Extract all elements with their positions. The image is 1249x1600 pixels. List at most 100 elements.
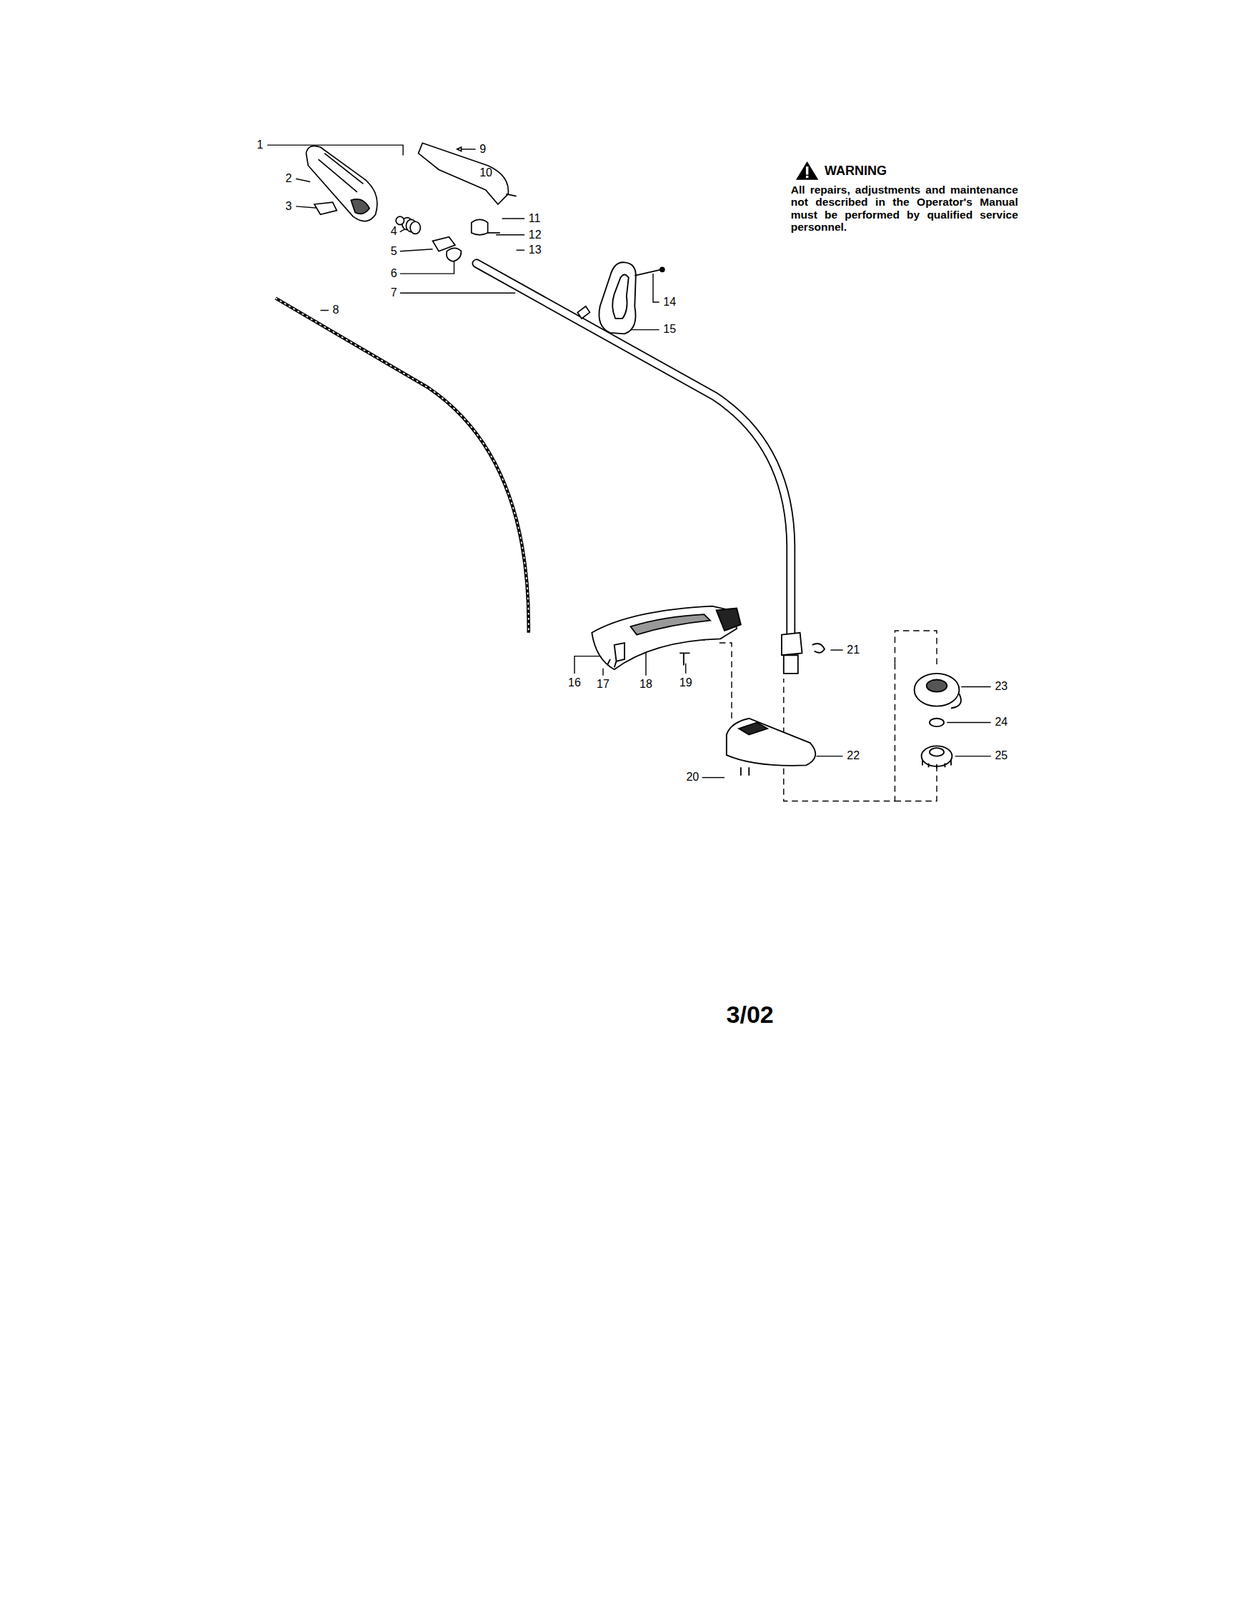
leader-line — [946, 722, 991, 724]
handle-parts — [418, 142, 509, 205]
warning-icon — [805, 166, 809, 175]
flex-cable — [275, 297, 529, 633]
assembly-bracket — [703, 630, 937, 801]
assembly-bracket — [894, 767, 937, 801]
callout-number: 4 — [390, 225, 398, 238]
grass-deflector — [630, 614, 711, 636]
head-parts — [781, 633, 962, 769]
head-parts — [926, 679, 948, 692]
warning-icon — [795, 161, 819, 181]
leader-line — [400, 249, 434, 252]
handle-parts — [488, 232, 501, 234]
handle-parts — [318, 153, 364, 193]
grass-deflector — [716, 608, 741, 631]
handle-parts — [314, 202, 337, 215]
head-parts — [951, 693, 962, 709]
callout-number: 13 — [528, 243, 542, 257]
callout-number: 7 — [390, 286, 398, 300]
date-code: 3/02 — [726, 1001, 774, 1029]
warning-text: All repairs, adjustments and maintenance… — [790, 183, 1019, 233]
head-parts — [922, 759, 952, 769]
leader-line — [495, 234, 525, 236]
assist-handle — [660, 267, 665, 273]
callout-number: 15 — [663, 322, 676, 336]
grass-deflector — [591, 606, 737, 671]
leader-line — [502, 217, 525, 219]
leader-line — [961, 686, 991, 688]
assembly-bracket — [894, 630, 937, 669]
callout-number: 5 — [390, 245, 398, 258]
grass-deflector — [726, 718, 816, 766]
leader-line — [702, 777, 725, 779]
grass-deflector — [740, 767, 749, 776]
handle-parts — [410, 221, 421, 234]
grass-deflector — [591, 606, 816, 776]
callout-number: 2 — [285, 172, 293, 186]
handle-parts — [305, 142, 590, 319]
handle-parts — [505, 194, 516, 197]
assist-handle — [598, 262, 636, 334]
callout-number: 24 — [994, 715, 1008, 729]
callout-number: 10 — [479, 166, 493, 180]
assembly-bracket — [783, 663, 896, 802]
grass-deflector — [607, 659, 617, 668]
assist-handle — [598, 262, 664, 334]
handle-parts — [577, 306, 590, 319]
callout-number: 8 — [332, 303, 340, 317]
callout-number: 17 — [596, 678, 610, 691]
callout-number: 11 — [528, 212, 541, 226]
head-parts — [929, 748, 944, 756]
callout-number: 9 — [479, 142, 486, 156]
handle-parts — [471, 219, 489, 235]
grass-deflector — [738, 722, 768, 735]
callout-number: 6 — [390, 267, 398, 281]
callout-number: 3 — [285, 200, 293, 213]
callout-number: 14 — [663, 295, 676, 309]
head-parts — [921, 745, 953, 767]
callout-number: 20 — [685, 770, 699, 784]
leader-line — [653, 273, 660, 303]
leader-line — [400, 292, 516, 294]
handle-parts — [446, 247, 462, 262]
callout-number: 23 — [994, 680, 1008, 694]
head-parts — [929, 718, 944, 727]
leader-line — [815, 755, 843, 757]
flex-cable — [275, 297, 529, 633]
leader-line — [295, 178, 311, 182]
leader-line — [267, 145, 992, 778]
callout-number: 16 — [568, 676, 581, 690]
callout-number: 12 — [528, 228, 542, 242]
callout-number: 19 — [679, 676, 693, 690]
leader-line — [400, 261, 455, 274]
head-parts — [812, 643, 825, 654]
callout-number: 25 — [994, 749, 1008, 763]
leader-line — [516, 250, 525, 251]
leader-line — [955, 755, 992, 757]
leader-line — [267, 145, 403, 156]
leader-line — [461, 148, 476, 150]
leader-line — [602, 668, 604, 676]
callout-number: 1 — [257, 138, 264, 152]
leader-line — [320, 310, 328, 311]
handle-parts — [395, 216, 404, 225]
handle-parts — [305, 145, 377, 221]
callout-number: 21 — [846, 643, 860, 657]
grass-deflector — [679, 653, 690, 666]
handle-parts — [350, 199, 370, 214]
warning-icon — [795, 161, 819, 181]
flex-cable — [275, 297, 529, 633]
assist-handle — [634, 269, 661, 276]
callout-number: 18 — [639, 678, 653, 691]
leader-line — [685, 663, 686, 674]
warning-icon — [805, 175, 809, 178]
grass-deflector — [614, 643, 625, 662]
head-parts — [914, 673, 960, 707]
head-parts — [783, 655, 799, 674]
head-parts — [781, 633, 803, 656]
assist-handle — [612, 275, 629, 319]
assembly-bracket — [719, 643, 732, 723]
leader-line — [830, 649, 843, 651]
warning-heading: WARNING — [824, 164, 887, 179]
